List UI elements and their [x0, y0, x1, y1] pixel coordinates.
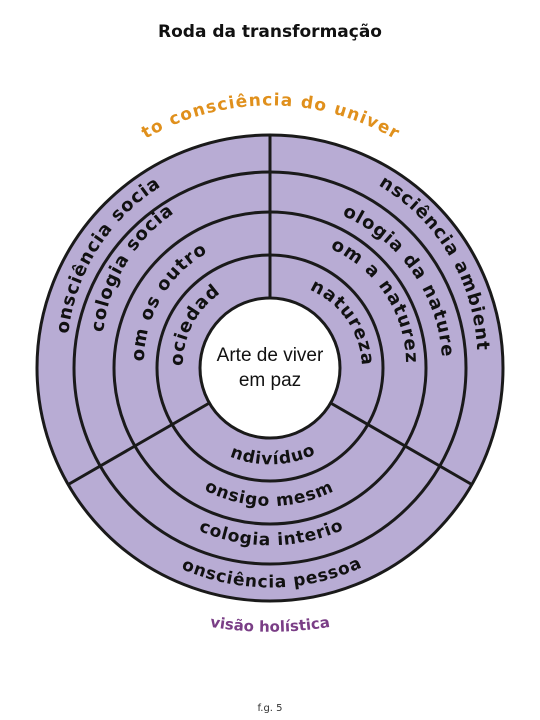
top-arc-label: auto consciência do universo: [0, 0, 403, 144]
divider-right: [329, 401, 473, 486]
diagram-title: Roda da transformação: [158, 22, 382, 42]
divider-left: [67, 401, 211, 486]
center-circle: [198, 296, 342, 440]
center-text-line1: Arte de viver: [217, 345, 324, 366]
figure-label: f.g. 5: [257, 703, 283, 714]
bottom-arc-label: visão holística: [209, 613, 331, 636]
center-text-line2: em paz: [239, 370, 301, 391]
